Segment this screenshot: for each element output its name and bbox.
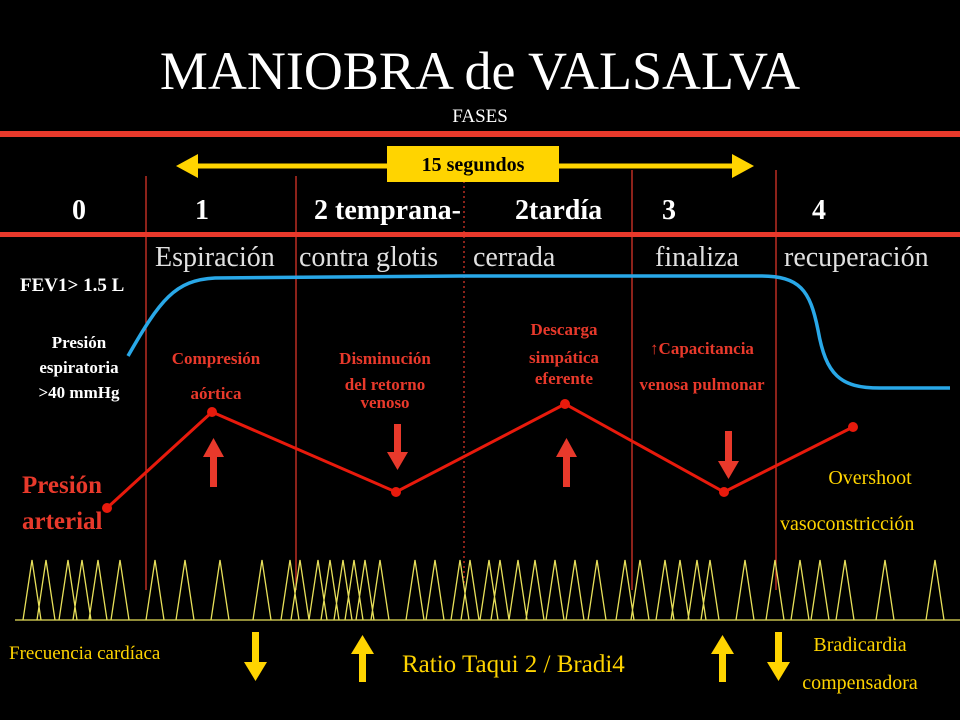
bradicardia-line-2: compensadora [802, 672, 918, 694]
phase-2-late: 2tardía [515, 195, 603, 226]
desc-finaliza: finaliza [655, 242, 739, 273]
arterial-point [560, 399, 570, 409]
expiratory-pressure-line-1: Presión [51, 333, 107, 352]
label-compresion-aortica: Compresión aórtica [146, 341, 286, 411]
heart-rate-trace [22, 559, 945, 621]
phase-4: 4 [812, 195, 826, 226]
arterial-pressure-label: Presión arterial [22, 468, 103, 540]
heart-rate-arrows [244, 632, 790, 682]
title-divider [0, 131, 960, 137]
desc-contra-glotis: contra glotis [299, 242, 439, 273]
arterial-points [102, 399, 858, 513]
page-title: MANIOBRA de VALSALVA [159, 41, 801, 101]
descarga-line-3: eferente [534, 369, 594, 388]
capacitancia-line-2: venosa pulmonar [639, 375, 765, 394]
disminucion-line-1: Disminución [339, 349, 431, 368]
compresion-line-1: Compresión [171, 349, 261, 368]
down-arrow-icon [718, 431, 739, 479]
expiratory-pressure-label: Presión espiratoria >40 mmHg [14, 330, 144, 405]
arterial-point [207, 407, 217, 417]
up-arrow-icon [203, 438, 224, 487]
label-disminucion-retorno: Disminución del retorno venoso [310, 341, 460, 412]
desc-cerrada: cerrada [473, 242, 556, 273]
bradicardia-line-1: Bradicardia [813, 634, 907, 656]
arterial-point [102, 503, 112, 513]
expiratory-pressure-line-2: espiratoria [39, 358, 119, 377]
disminucion-line-3: venoso [360, 393, 410, 412]
arterial-pressure-line-2: arterial [22, 508, 103, 535]
phase-separators [145, 170, 777, 590]
phase-divider [0, 232, 960, 237]
compresion-line-2: aórtica [190, 384, 242, 403]
down-arrow-icon [244, 632, 267, 681]
ratio-label: Ratio Taqui 2 / Bradi4 [402, 651, 625, 678]
bradicardia-label: Bradicardia compensadora [780, 626, 940, 702]
expiratory-pressure-line-3: >40 mmHg [38, 383, 120, 402]
phase-0: 0 [72, 195, 86, 226]
heart-rate-label: Frecuencia cardíaca [9, 643, 161, 664]
pressure-curve [126, 274, 950, 390]
label-descarga-simpatica: Descarga simpática eferente [480, 313, 648, 389]
arterial-pressure-line-1: Presión [22, 472, 103, 499]
desc-recuperacion: recuperación [784, 242, 929, 273]
arterial-point [391, 487, 401, 497]
up-arrow-icon [556, 438, 577, 487]
up-arrow-icon [711, 635, 734, 682]
arterial-arrows [203, 424, 739, 487]
label-capacitancia: ↑Capacitancia venosa pulmonar [612, 331, 792, 403]
down-arrow-icon [387, 424, 408, 470]
phase-3: 3 [662, 195, 676, 226]
desc-espiracion: Espiración [155, 242, 275, 273]
descarga-line-1: Descarga [530, 320, 598, 339]
overshoot-label: Overshoot vasoconstricción [780, 455, 960, 547]
descarga-line-2: simpática [529, 348, 599, 367]
arterial-pressure-line [105, 402, 854, 510]
phase-2-early: 2 temprana- [314, 195, 461, 226]
arterial-point [719, 487, 729, 497]
up-arrow-icon [351, 635, 374, 682]
down-arrow-icon [767, 632, 790, 681]
overshoot-line-1: Overshoot [828, 467, 912, 489]
overshoot-line-2: vasoconstricción [780, 513, 915, 535]
disminucion-line-2: del retorno [344, 375, 426, 394]
arterial-point [848, 422, 858, 432]
phase-1: 1 [195, 195, 209, 226]
capacitancia-line-1: ↑Capacitancia [650, 339, 754, 358]
page-subtitle: FASES [452, 106, 508, 127]
duration-label: 15 segundos [387, 146, 559, 182]
fev-label: FEV1> 1.5 L [20, 275, 125, 296]
